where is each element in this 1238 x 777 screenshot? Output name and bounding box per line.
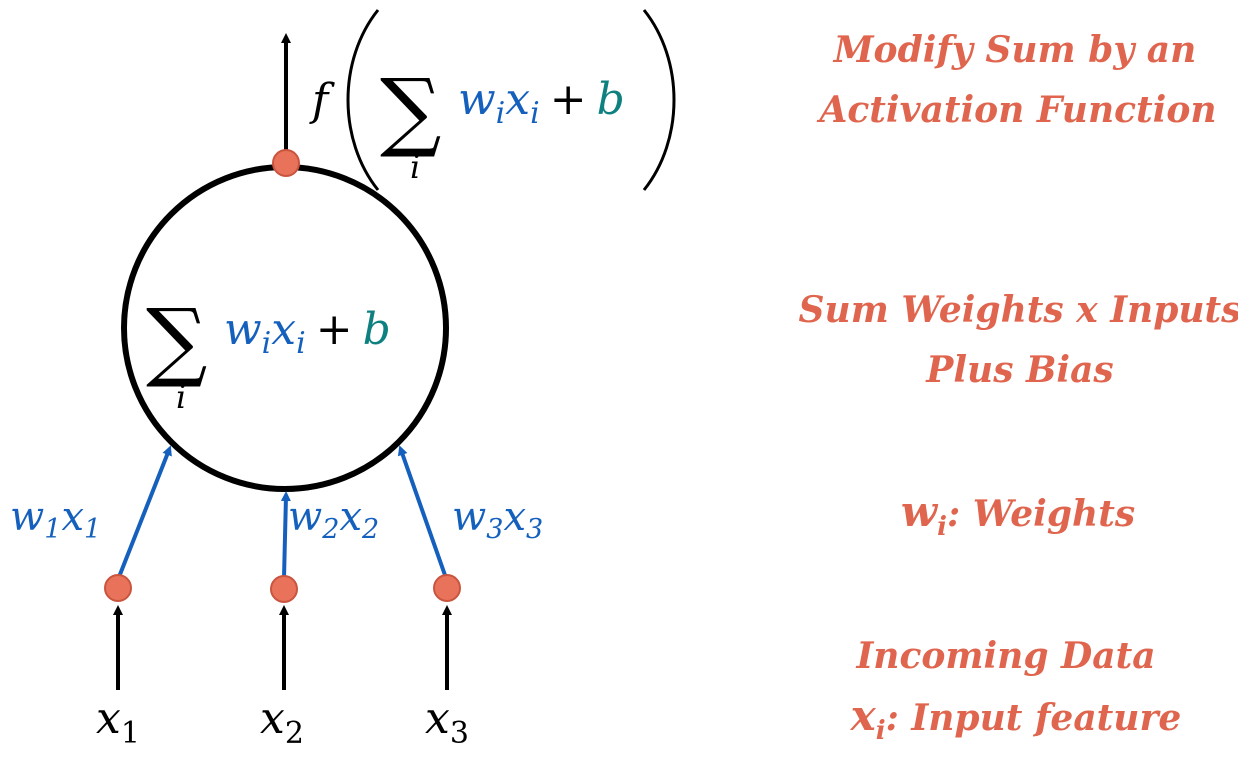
edge-arrow-2 xyxy=(280,491,291,579)
output-term: wixi+b xyxy=(458,74,625,131)
left-paren xyxy=(346,9,380,191)
neuron-sum-index: i xyxy=(176,378,186,416)
input-label-3: x3 xyxy=(425,693,469,751)
annotation-activation-line2: Activation Function xyxy=(816,89,1216,131)
input-node-3 xyxy=(433,574,461,602)
input-node-1 xyxy=(104,574,132,602)
annotation-data-line2: xi: Input feature xyxy=(850,691,1182,746)
annotation-sum-line2: Plus Bias xyxy=(925,349,1113,391)
annotation-activation-line1: Modify Sum by an xyxy=(832,29,1197,71)
edge-arrow-1 xyxy=(117,445,172,578)
right-paren xyxy=(642,9,676,191)
activation-f: f xyxy=(309,75,335,126)
edge-label-2: w2x2 xyxy=(288,494,379,545)
output-sum-index: i xyxy=(410,148,420,186)
edge-label-1: w1x1 xyxy=(10,494,101,545)
output-sum-symbol: ∑ xyxy=(380,61,441,161)
neuron-sum-symbol: ∑ xyxy=(146,291,207,391)
annotation-sum-line1: Sum Weights x Inputs xyxy=(799,289,1238,331)
annotation-weights: wi: Weights xyxy=(901,487,1135,542)
edge-arrow-3 xyxy=(397,445,448,579)
output-node xyxy=(272,149,300,177)
input-label-1: x1 xyxy=(96,693,140,751)
annotation-data-line1: Incoming Data xyxy=(855,635,1155,677)
input-node-2 xyxy=(270,575,298,603)
input-label-2: x2 xyxy=(260,693,304,751)
neuron-term: wixi+b xyxy=(224,304,391,361)
edge-label-3: w3x3 xyxy=(452,494,543,545)
